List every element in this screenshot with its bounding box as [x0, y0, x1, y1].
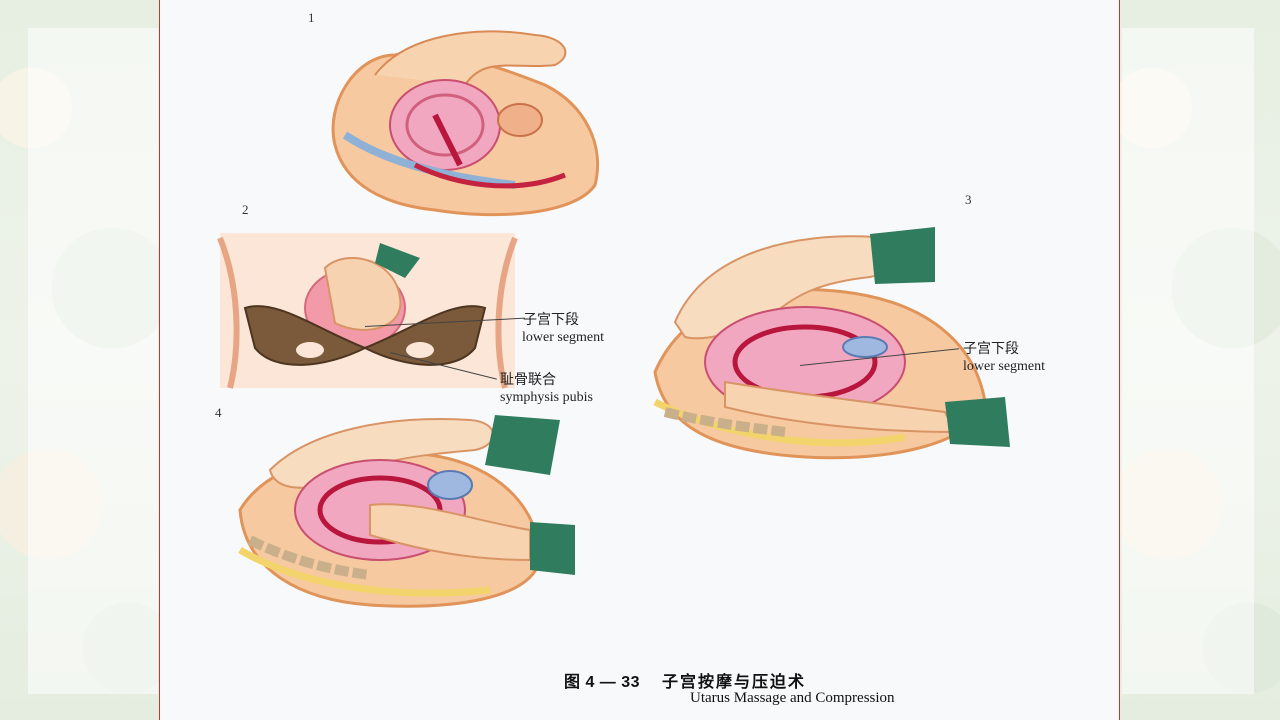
- side-panel-right: [1122, 28, 1254, 694]
- panel-number-4: 4: [215, 405, 222, 420]
- illustration-panel-1: [331, 30, 600, 217]
- label-lower-segment-en-2: lower segment: [522, 330, 605, 345]
- figure-caption: 图 4 — 33 子宫按摩与压迫术: [564, 668, 806, 692]
- label-symphysis-en: symphysis pubis: [500, 390, 593, 405]
- caption-figure-number: 图 4 — 33: [564, 674, 641, 691]
- label-symphysis-zh: 耻骨联合: [500, 373, 556, 388]
- side-panel-left: [28, 28, 158, 694]
- panel-number-2: 2: [242, 202, 249, 217]
- label-lower-segment-zh-2: 子宫下段: [523, 313, 579, 328]
- caption-title-zh: 子宫按摩与压迫术: [662, 674, 807, 691]
- slide-content: 1 2 子宫下段 lower segment 耻骨联合 symphysis pu…: [159, 0, 1120, 720]
- illustration-panel-2: [217, 233, 518, 389]
- label-lower-segment-zh-3: 子宫下段: [963, 342, 1019, 357]
- panel-number-1: 1: [308, 10, 315, 25]
- caption-title-en: Utarus Massage and Compression: [690, 690, 895, 706]
- panel-number-3: 3: [965, 192, 972, 207]
- illustration-panel-3: [653, 227, 1010, 460]
- label-lower-segment-en-3: lower segment: [963, 359, 1046, 374]
- illustration-panel-4: [238, 415, 575, 608]
